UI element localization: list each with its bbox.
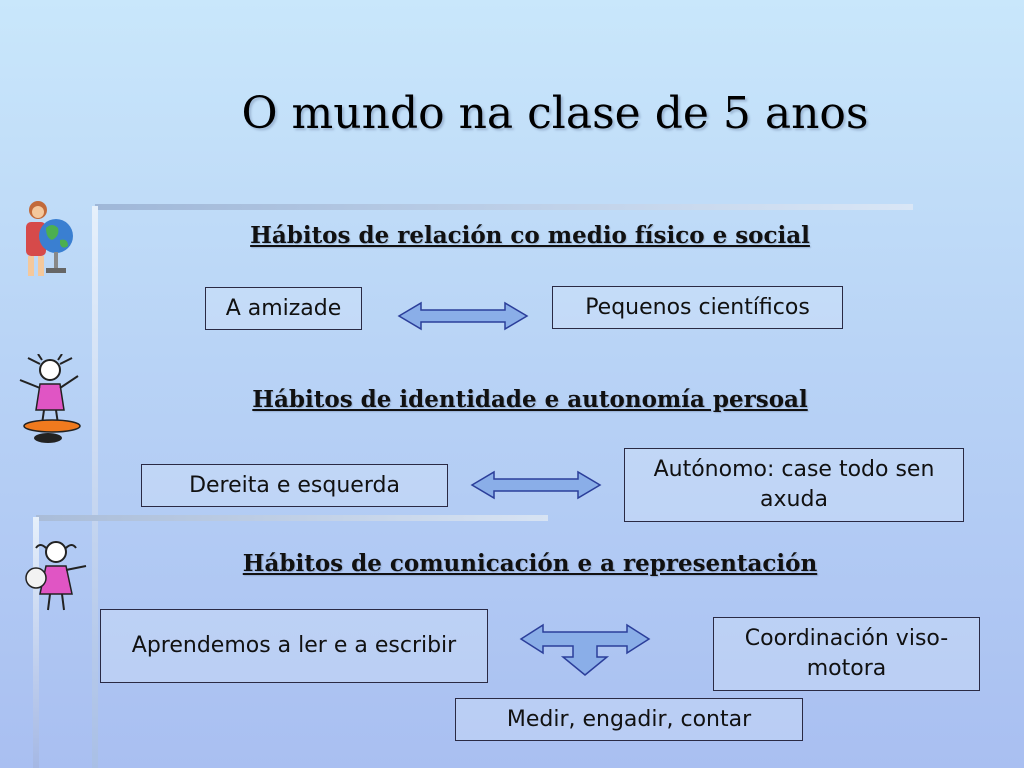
box-dereita-esquerda: Dereita e esquerda — [141, 464, 448, 507]
box-coordinacion: Coordinación viso-motora — [713, 617, 980, 691]
box-autonomo: Autónomo: case todo sen axuda — [624, 448, 964, 522]
decor-stripe-mid — [36, 515, 548, 521]
section-heading-identidade: Hábitos de identidade e autonomía persoa… — [252, 386, 808, 413]
decor-stripe-left2 — [33, 517, 39, 768]
box-pequenos-cientificos: Pequenos científicos — [552, 286, 843, 329]
child-with-globe-icon — [26, 201, 73, 276]
section-heading-relacion: Hábitos de relación co medio físico e so… — [250, 222, 810, 249]
three-way-arrow-icon — [519, 623, 651, 676]
box-a-amizade: A amizade — [205, 287, 362, 330]
box-aprendemos: Aprendemos a ler e a escribir — [100, 609, 488, 683]
child-with-ball-icon — [25, 541, 87, 611]
child-on-skateboard-icon — [19, 354, 81, 443]
box-medir-engadir-contar: Medir, engadir, contar — [455, 698, 803, 741]
section-heading-comunicacion: Hábitos de comunicación e a representaci… — [242, 550, 818, 577]
decor-stripe-top — [95, 204, 913, 210]
double-arrow-icon — [397, 301, 529, 331]
double-arrow-icon — [470, 470, 602, 500]
decor-stripe-left — [92, 206, 98, 768]
page-title: O mundo na clase de 5 anos — [241, 88, 869, 139]
